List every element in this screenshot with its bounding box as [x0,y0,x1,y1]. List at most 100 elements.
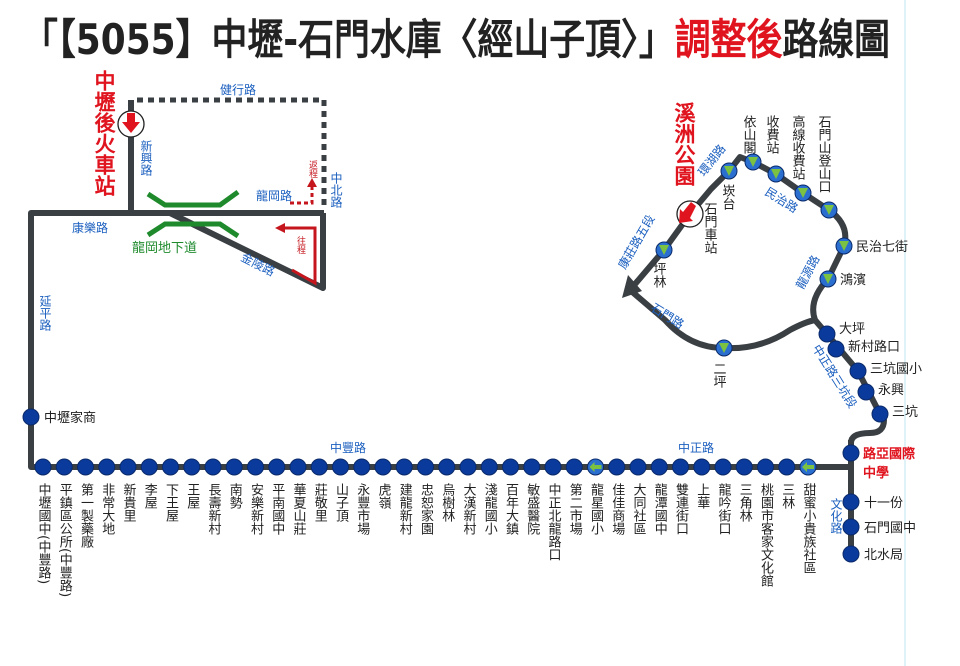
bus-stop-marker[interactable] [34,458,52,476]
bus-stop-marker[interactable] [459,458,477,476]
bus-stop-marker[interactable] [714,458,732,476]
bus-stop-marker[interactable] [417,458,434,476]
bus-stop-label: 莊敬里 [312,483,328,522]
bus-stop-marker[interactable] [310,458,328,476]
bus-stop-label: 十一份 [864,496,903,511]
svg-text:中正路: 中正路 [678,440,714,455]
down-arrow-icon [122,113,140,133]
bus-stop-marker[interactable] [502,458,519,476]
bus-stop-label: 虎嶺 [376,483,392,509]
bus-stop-marker[interactable] [289,458,307,476]
bus-stop-label: 中正北龍路口 [546,483,562,561]
bus-stop-label: 龍吟街口 [716,482,732,535]
bus-stop-marker[interactable] [268,458,286,476]
bus-stop-label: 依山閣 [741,115,757,154]
bus-stop-label: 桃園市客家文化館 [758,483,774,587]
underpass-symbol [146,189,240,239]
svg-text:龍岡路: 龍岡路 [256,188,292,203]
bus-stop-marker[interactable] [629,458,647,476]
bus-stop-label: 中壢國中(中豐路) [36,483,52,584]
svg-text:龍岡地下道: 龍岡地下道 [132,240,197,256]
bus-stop-marker[interactable] [162,458,179,476]
bus-stop-label: 高線收費站 [790,114,806,180]
direction-arrow-icon [839,241,849,251]
bus-stop-marker[interactable] [140,458,158,476]
bus-stop-label: 路亞國際 [863,446,916,462]
bus-stop-marker[interactable] [55,458,73,476]
bus-stop-marker[interactable] [332,458,349,476]
bus-stop-marker[interactable] [693,458,711,476]
bus-stop-label: 龍潭國中 [652,482,668,535]
bus-stop-marker[interactable] [183,458,201,476]
bus-stop-marker[interactable] [480,458,498,476]
bus-stop-label: 新村路口 [848,339,900,355]
bus-stop-label: 大同社區 [631,483,647,535]
bus-stop-marker[interactable] [757,458,774,476]
bus-stop-marker[interactable] [857,383,875,401]
direction-arrow-icon [824,205,834,215]
bus-stop-marker[interactable] [608,458,626,476]
bus-stop-label: 新貴里 [121,482,137,522]
bus-stop-label: 石門車站 [702,202,718,254]
bus-stop-marker[interactable] [871,405,889,423]
bus-stop-marker[interactable] [544,458,562,476]
direction-arrow-icon [719,343,729,353]
bus-stop-label: 石門國中 [864,521,916,536]
bus-stop-marker[interactable] [565,458,583,476]
bus-stop-label: 李屋 [142,483,158,510]
direction-arrow-icon [823,274,833,284]
bus-stop-label: 二坪 [711,362,727,388]
bus-stop-marker[interactable] [98,458,116,476]
bus-stop-marker[interactable] [374,458,392,476]
bus-stop-marker[interactable] [225,458,243,476]
bus-stop-label: 百年大鎮 [503,483,519,536]
bus-stop-label: 三角林 [737,483,753,522]
bus-stop-marker[interactable] [827,340,845,358]
svg-text:文化路: 文化路 [829,497,843,535]
svg-text:延平路: 延平路 [38,295,52,332]
bus-stop-marker[interactable] [842,493,860,511]
bus-stop-label: 龍星國小 [588,482,604,536]
bus-stop-marker[interactable] [22,408,40,426]
bus-stop-marker[interactable] [842,518,860,536]
bus-stop-marker[interactable] [672,458,689,476]
bus-stop-label: 大坪 [839,322,865,337]
bus-stop-marker[interactable] [395,458,413,476]
bus-stop-marker[interactable] [119,458,137,476]
bus-stop-marker[interactable] [818,325,836,343]
bus-stop-marker[interactable] [650,458,668,476]
direction-arrow-icon [659,245,669,255]
bus-stop-label: 第一製藥廠 [78,483,94,548]
bus-stop-marker[interactable] [523,458,541,476]
bus-stop-marker[interactable] [778,458,796,476]
bus-stop-label: 雙連街口 [673,483,689,535]
svg-text:中豐路: 中豐路 [330,440,366,455]
bus-stop-label: 敏盛醫院 [524,483,540,535]
bus-stop-label: 三坑國小 [870,362,922,377]
bus-stop-label: 平鎮區公所(中豐路) [57,483,73,597]
return-arrow [290,185,314,205]
page-title: 「【5055】中壢-石門水庫〈經山子頂〉」調整後路線圖 [22,15,890,64]
bus-stop-marker[interactable] [842,444,860,462]
bus-stop-label: 中壢家商 [44,410,96,426]
direction-arrow-icon [589,462,602,472]
bus-stop-marker[interactable] [77,458,94,476]
bus-stop-label: 北水局 [864,548,903,563]
loop-arrowhead [622,275,642,298]
outbound-arrow [283,226,317,286]
bus-stop-marker[interactable] [735,458,753,476]
svg-text:往程: 往程 [295,235,306,255]
bus-stop-marker[interactable] [849,362,867,380]
direction-arrow-icon [798,188,808,198]
start-terminal-label: 中壢後火車站 [92,70,116,196]
bus-stop-marker[interactable] [353,458,371,476]
bus-stop-marker[interactable] [438,458,456,476]
bus-stop-label: 王屋 [184,483,200,510]
bus-stop-label: 永興 [878,383,904,398]
bus-stop-label: 烏樹林 [439,482,455,522]
direction-arrow-icon [724,166,734,176]
bus-stop-marker[interactable] [842,545,860,563]
svg-text:中北路: 中北路 [329,171,343,209]
bus-stop-marker[interactable] [204,458,222,476]
bus-stop-marker[interactable] [247,458,264,476]
